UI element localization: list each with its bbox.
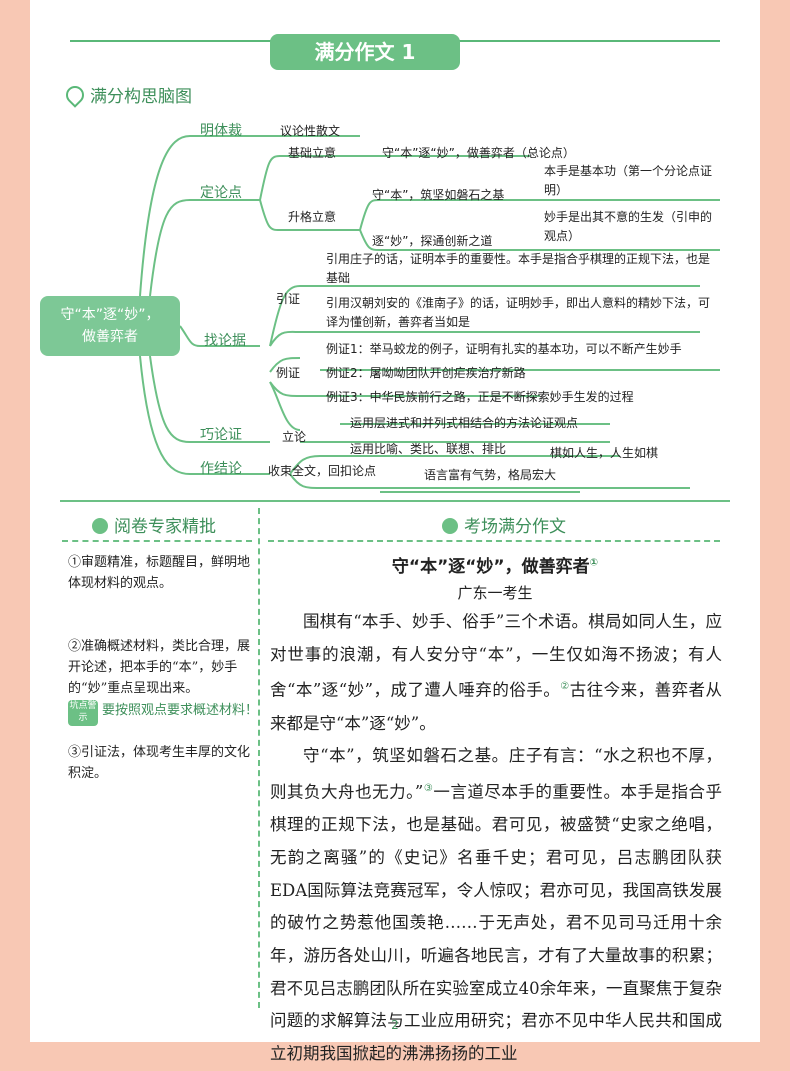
essay-author: 广东一考生 (457, 584, 533, 602)
review-title: 阅卷专家精批 (114, 517, 216, 537)
essay-p1-mark: ② (560, 681, 570, 693)
thesis-upgrade: 升格立意 (288, 210, 337, 224)
thesis-upgrade-1-leaf: 本手是基本功（第一个分论点证明） (544, 164, 713, 197)
review-note-3: ③引证法，体现考生丰厚的文化积淀。 (68, 745, 251, 781)
score-100-icon (442, 518, 458, 534)
pitfall-text: 要按照观点要求概述材料！ (102, 703, 259, 718)
page-number: 2 (391, 1018, 399, 1032)
evidence-example-2: 例证2：屠呦呦团队开创疟疾治疗新路 (326, 366, 526, 380)
root-line-1: 守“本”逐“妙”， (60, 307, 160, 323)
thesis-upgrade-2-leaf: 妙手是出其不意的生发（引申的观点） (544, 210, 713, 243)
mindmap-root: 守“本”逐“妙”， 做善弈者 (40, 296, 180, 356)
essay-heading-rule (268, 540, 720, 542)
thesis-upgrade-2: 逐“妙”，探通创新之道 (372, 234, 493, 248)
page-title: 满分作文 1 (270, 34, 460, 70)
branch-evidence: 找论据 (204, 333, 246, 349)
argument-2: 运用比喻、类比、联想、排比 (350, 442, 507, 456)
branch-argument: 巧论证 (200, 427, 242, 443)
evidence-example-1: 例证1：举马蛟龙的例子，证明有扎实的基本功，可以不断产生妙手 (326, 342, 682, 356)
conclusion-mid: 收束全文，回扣论点 (268, 464, 377, 478)
branch-genre: 明体裁 (200, 123, 242, 139)
thesis-upgrade-1: 守“本”，筑坚如磐石之基 (372, 188, 505, 202)
leaf-genre: 议论性散文 (280, 124, 341, 138)
mindmap-heading: 满分构思脑图 (62, 82, 192, 108)
essay-paragraph-1: 围棋有“本手、妙手、俗手”三个术语。棋局如同人生，应对世事的浪潮，有人安分守“本… (270, 606, 722, 740)
essay-p1-b: 古往今来，善弈者从来都是守“本”逐“妙”。 (270, 680, 723, 733)
argument-2-leaf: 棋如人生，人生如棋 (550, 446, 659, 460)
essay-p2-mark: ③ (423, 783, 434, 795)
argument-mid: 立论 (282, 430, 307, 444)
page (30, 0, 760, 1042)
pen-icon (92, 518, 108, 534)
branch-conclusion: 作结论 (200, 461, 242, 477)
pitfall-tip: 坑点警示要按照观点要求概述材料！ (68, 700, 258, 726)
essay-body: 围棋有“本手、妙手、俗手”三个术语。棋局如同人生，应对世事的浪潮，有人安分守“本… (270, 606, 722, 1071)
pitfall-badge: 坑点警示 (68, 700, 98, 726)
essay-section-title: 考场满分作文 (464, 517, 566, 537)
evidence-quote-2: 引用汉朝刘安的《淮南子》的话，证明妙手，即出人意料的精妙下法，可译为懂创新，善弈… (326, 296, 711, 329)
essay-p2-a: 守“本”，筑坚如磐石之基。庄子有言：“水之积也不厚，则其负大舟也无力。” (270, 746, 722, 802)
evidence-quote-1: 引用庄子的话，证明本手的重要性。本手是指合乎棋理的正规下法，也是基础 (326, 252, 711, 285)
essay-title-text: 守“本”逐“妙”，做善弈者 (391, 557, 590, 577)
mindmap-lines (139, 135, 720, 493)
section-divider (60, 500, 730, 502)
essay-heading: 考场满分作文 (442, 512, 566, 537)
thesis-basic-leaf: 守“本”逐“妙”，做善弈者（总论点） (382, 146, 575, 160)
review-heading-rule (62, 540, 252, 542)
evidence-example: 例证 (276, 366, 301, 380)
evidence-quote: 引证 (276, 292, 301, 306)
root-line-2: 做善弈者 (82, 329, 138, 345)
essay-paragraph-2: 守“本”，筑坚如磐石之基。庄子有言：“水之积也不厚，则其负大舟也无力。”③一言道… (270, 740, 722, 1071)
thesis-basic: 基础立意 (288, 146, 337, 160)
argument-1: 运用层进式和并列式相结合的方法论证观点 (350, 416, 579, 430)
essay-title-mark: ① (589, 557, 599, 569)
evidence-example-3: 例证3：中华民族前行之路，正是不断探索妙手生发的过程 (326, 390, 634, 404)
branch-thesis: 定论点 (200, 185, 242, 201)
essay-title: 守“本”逐“妙”，做善弈者① (270, 552, 720, 577)
column-divider (258, 508, 260, 1008)
essay-p2-b: 一言道尽本手的重要性。本手是指合乎棋理的正规下法，也是基础。君可见，被盛赞“史家… (270, 782, 723, 1064)
review-heading: 阅卷专家精批 (92, 512, 216, 537)
review-note-1: ①审题精准，标题醒目，鲜明地体现材料的观点。 (68, 555, 251, 591)
review-note-2: ②准确概述材料，类比合理，展开论述，把本手的“本”，妙手的“妙”重点呈现出来。 (68, 639, 251, 696)
conclusion-leaf: 语言富有气势，格局宏大 (424, 468, 557, 482)
mindmap-title: 满分构思脑图 (90, 87, 192, 107)
essay-p1-a: 围棋有“本手、妙手、俗手”三个术语。棋局如同人生，应对世事的浪潮，有人安分守“本… (270, 612, 722, 700)
